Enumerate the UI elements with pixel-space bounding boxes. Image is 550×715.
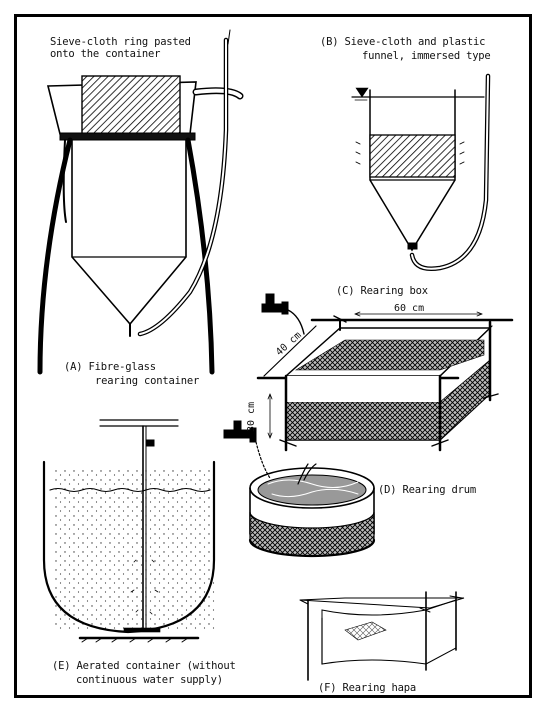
sieve-cloth-ring (81, 75, 181, 135)
panel-f-drawing (299, 591, 465, 681)
panel-e-caption-line2: continuous water supply) (76, 674, 223, 686)
panel-c-drawing (256, 293, 514, 452)
panel-b-caption-line1: (B) Sieve-cloth and plastic (320, 36, 486, 48)
panel-a-caption-line2: rearing container (95, 375, 200, 387)
panel-f-caption: (F) Rearing hapa (318, 682, 416, 694)
panel-d-drawing (223, 420, 376, 558)
panel-a-drawing (37, 29, 244, 375)
panel-a-note-line1: Sieve-cloth ring pasted (50, 36, 191, 48)
panel-a-caption-line1: (A) Fibre-glass (64, 361, 156, 373)
panel-b-drawing (351, 73, 491, 271)
panel-c-dim-height: 30 cm (246, 401, 257, 432)
panel-b-caption-line2: funnel, immersed type (362, 50, 491, 62)
panel-c-caption: (C) Rearing box (336, 285, 428, 297)
panel-a-note-line2: onto the container (50, 48, 161, 60)
panel-e-caption-line1: (E) Aerated container (without (52, 660, 236, 672)
sieve-cloth-band (369, 134, 456, 178)
panel-e-drawing (42, 419, 216, 643)
panel-c-dim-length: 60 cm (394, 303, 425, 314)
panel-d-caption: (D) Rearing drum (378, 484, 476, 496)
